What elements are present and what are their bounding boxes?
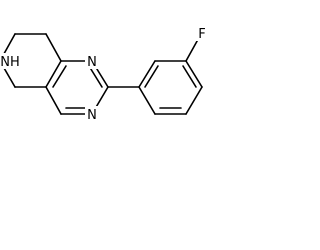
double-bond-inner bbox=[144, 65, 159, 88]
double-bond-inner bbox=[88, 65, 103, 88]
fluorophenyl-ring bbox=[138, 33, 203, 115]
double-bond-inner bbox=[182, 65, 197, 88]
bond bbox=[45, 86, 62, 115]
bond bbox=[138, 86, 156, 115]
double-bond-inner bbox=[52, 65, 67, 88]
fluorine-label: F bbox=[198, 27, 205, 42]
atom-labels: F N N NH bbox=[0, 25, 209, 123]
structure-diagram: F N N NH bbox=[0, 25, 209, 123]
nitrogen-label: N bbox=[87, 108, 97, 123]
pyrimidine-ring bbox=[45, 60, 109, 115]
amine-label: NH bbox=[0, 55, 20, 70]
bond bbox=[185, 86, 203, 115]
bond bbox=[185, 60, 203, 88]
nitrogen-label: N bbox=[87, 55, 97, 70]
bond bbox=[45, 33, 62, 62]
bond bbox=[45, 60, 62, 88]
bond bbox=[138, 60, 156, 88]
